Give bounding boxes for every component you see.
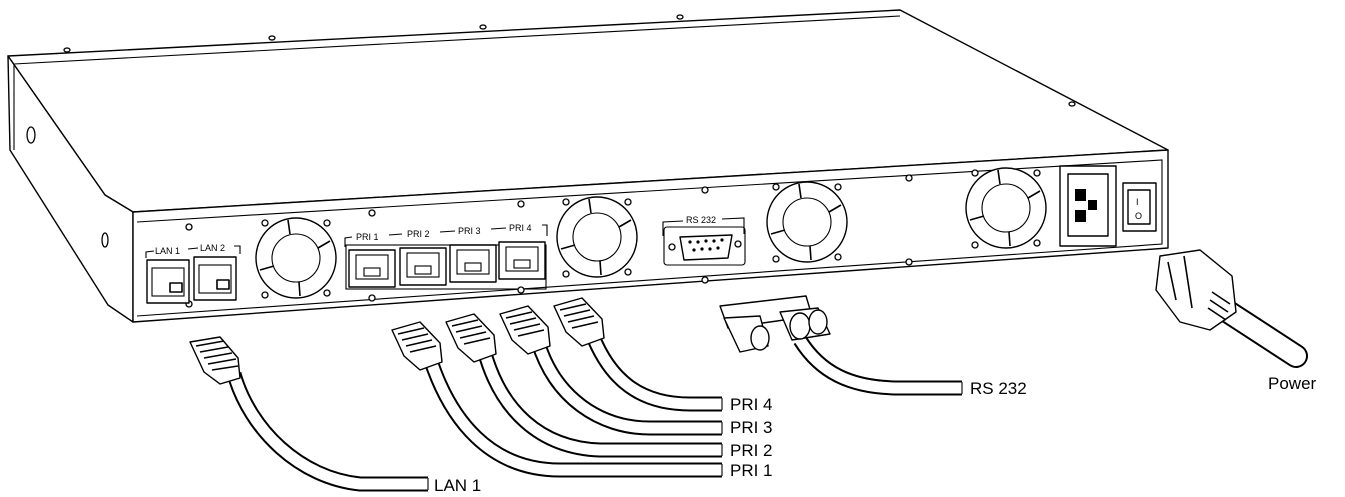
pri3-port[interactable] — [449, 244, 497, 283]
lan2-port-label: LAN 2 — [200, 243, 225, 253]
pri4-cable-label: PRI 4 — [730, 395, 773, 414]
rs232-cable-connector — [719, 295, 831, 353]
power-cable-plug — [1155, 249, 1237, 331]
lan1-cable — [189, 336, 429, 492]
pri2-cable — [445, 313, 723, 458]
lan2-port[interactable] — [193, 256, 237, 301]
pri3-cable-connector — [499, 305, 551, 355]
pri1-cable-label: PRI 1 — [730, 461, 773, 480]
pri2-cable-label: PRI 2 — [730, 441, 773, 460]
power-inlet[interactable] — [1059, 165, 1117, 247]
pri4-port[interactable] — [498, 241, 546, 280]
power-switch-on-symbol: I — [1136, 197, 1139, 207]
pri2-port-label: PRI 2 — [407, 229, 430, 239]
pri4-cable-connector — [553, 297, 605, 347]
pri4-port-label: PRI 4 — [509, 223, 532, 233]
fan-3 — [766, 181, 848, 263]
lan-port-group: LAN 1 LAN 2 — [145, 243, 241, 304]
lan1-cable-connector — [189, 336, 241, 385]
lan1-port-label: LAN 1 — [155, 246, 180, 256]
pri1-port[interactable] — [348, 249, 396, 288]
lan1-cable-label: LAN 1 — [434, 476, 481, 495]
fan-4 — [965, 167, 1047, 249]
rs232-cable — [719, 295, 963, 396]
rs232-port[interactable] — [668, 234, 742, 261]
power-cable — [1155, 249, 1308, 368]
fan-1 — [255, 217, 337, 299]
fan-2 — [556, 196, 638, 278]
pri2-port[interactable] — [399, 247, 447, 286]
pri1-cable-connector — [391, 321, 443, 371]
pri4-cable — [553, 297, 723, 412]
rs232-port-group: RS 232 — [662, 186, 746, 284]
pri1-cable — [391, 321, 723, 478]
pri3-cable — [499, 305, 723, 436]
lan1-port[interactable] — [146, 259, 190, 304]
power-switch-off-symbol: O — [1135, 211, 1142, 221]
power-cable-label: Power — [1268, 374, 1317, 393]
pri3-cable-label: PRI 3 — [730, 418, 773, 437]
rs232-cable-label: RS 232 — [970, 379, 1027, 398]
pri2-cable-connector — [445, 313, 497, 363]
pri1-port-label: PRI 1 — [356, 232, 379, 242]
rs232-port-label: RS 232 — [686, 215, 716, 225]
pri3-port-label: PRI 3 — [458, 226, 481, 236]
power-switch[interactable]: I O — [1122, 182, 1157, 232]
pri-port-group: PRI 1 PRI 2 PRI 3 PRI 4 — [344, 200, 548, 302]
